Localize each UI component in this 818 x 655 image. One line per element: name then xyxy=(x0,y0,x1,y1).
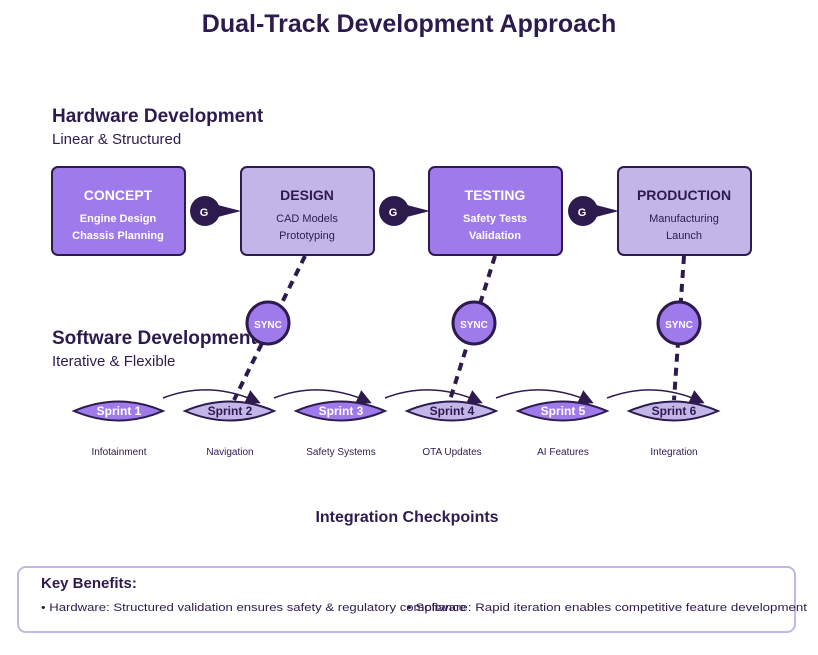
sprint-6: Sprint 6 xyxy=(626,400,721,422)
sync-1: SYNC xyxy=(245,300,291,346)
sprint-1-feature: Infotainment xyxy=(91,447,146,458)
benefits-heading: Key Benefits: xyxy=(41,575,137,592)
sprint-3-label: Sprint 3 xyxy=(319,404,364,418)
sprint-6-feature: Integration xyxy=(650,447,697,458)
benefit-software: • Software: Rapid iteration enables comp… xyxy=(407,602,807,614)
sync-link-design-sprint2 xyxy=(232,255,307,401)
phase-design: DESIGN CAD Models Prototyping xyxy=(240,166,375,256)
sprint-4-feature: OTA Updates xyxy=(422,447,481,458)
sprint-arrow-4 xyxy=(495,389,594,404)
sprint-1-label: Sprint 1 xyxy=(97,404,142,418)
gate-2: G xyxy=(379,196,430,226)
phase-testing: TESTING Safety Tests Validation xyxy=(428,166,563,256)
sprint-4: Sprint 4 xyxy=(404,400,499,422)
sync-3: SYNC xyxy=(656,300,702,346)
sync-2-label: SYNC xyxy=(460,320,488,331)
sprint-4-label: Sprint 4 xyxy=(430,404,475,418)
hardware-subheading: Linear & Structured xyxy=(52,131,181,148)
gate-3: G xyxy=(568,196,619,226)
phase-testing-title: TESTING xyxy=(465,187,526,203)
sync-3-label: SYNC xyxy=(665,320,693,331)
software-heading: Software Development xyxy=(52,328,257,349)
phase-design-title: DESIGN xyxy=(280,187,334,203)
phase-concept: CONCEPT Engine Design Chassis Planning xyxy=(51,166,186,256)
sprint-5-label: Sprint 5 xyxy=(541,404,586,418)
sprint-arrow-5 xyxy=(606,389,705,404)
phase-production-line2: Launch xyxy=(666,230,702,242)
sprint-arrow-3 xyxy=(384,389,483,404)
hardware-heading: Hardware Development xyxy=(52,106,264,127)
phase-production-title: PRODUCTION xyxy=(637,187,731,203)
phase-production-line1: Manufacturing xyxy=(649,213,719,225)
sprint-2-label: Sprint 2 xyxy=(208,404,253,418)
phase-testing-line1: Safety Tests xyxy=(463,213,527,225)
sprint-arrows xyxy=(162,389,705,404)
sprint-1: Sprint 1 xyxy=(71,400,166,422)
sprint-2: Sprint 2 xyxy=(182,400,277,422)
sprint-5: Sprint 5 xyxy=(515,400,610,422)
phase-concept-line1: Engine Design xyxy=(80,213,157,225)
sprint-3-feature: Safety Systems xyxy=(306,447,375,458)
gate-1: G xyxy=(190,196,241,226)
sprint-arrow-1 xyxy=(162,389,261,404)
phase-design-line1: CAD Models xyxy=(276,213,338,225)
benefit-hardware: • Hardware: Structured validation ensure… xyxy=(41,602,466,614)
software-subheading: Iterative & Flexible xyxy=(52,353,175,370)
sync-2: SYNC xyxy=(451,300,497,346)
benefits-box: Key Benefits: • Hardware: Structured val… xyxy=(17,566,807,633)
sprint-5-feature: AI Features xyxy=(537,447,589,458)
sprint-arrow-2 xyxy=(273,389,372,404)
page-title: Dual-Track Development Approach xyxy=(202,10,616,38)
phase-concept-line2: Chassis Planning xyxy=(72,230,164,242)
checkpoints-heading: Integration Checkpoints xyxy=(315,509,498,526)
sync-1-label: SYNC xyxy=(254,320,282,331)
gate-2-label: G xyxy=(389,207,398,219)
sprint-2-feature: Navigation xyxy=(206,447,253,458)
phase-testing-line2: Validation xyxy=(469,230,521,242)
sprint-6-label: Sprint 6 xyxy=(652,404,697,418)
phase-design-line2: Prototyping xyxy=(279,230,335,242)
phase-concept-title: CONCEPT xyxy=(84,187,153,203)
phase-production: PRODUCTION Manufacturing Launch xyxy=(617,166,752,256)
gate-3-label: G xyxy=(578,207,587,219)
sprint-3: Sprint 3 xyxy=(293,400,388,422)
gate-1-label: G xyxy=(200,207,209,219)
